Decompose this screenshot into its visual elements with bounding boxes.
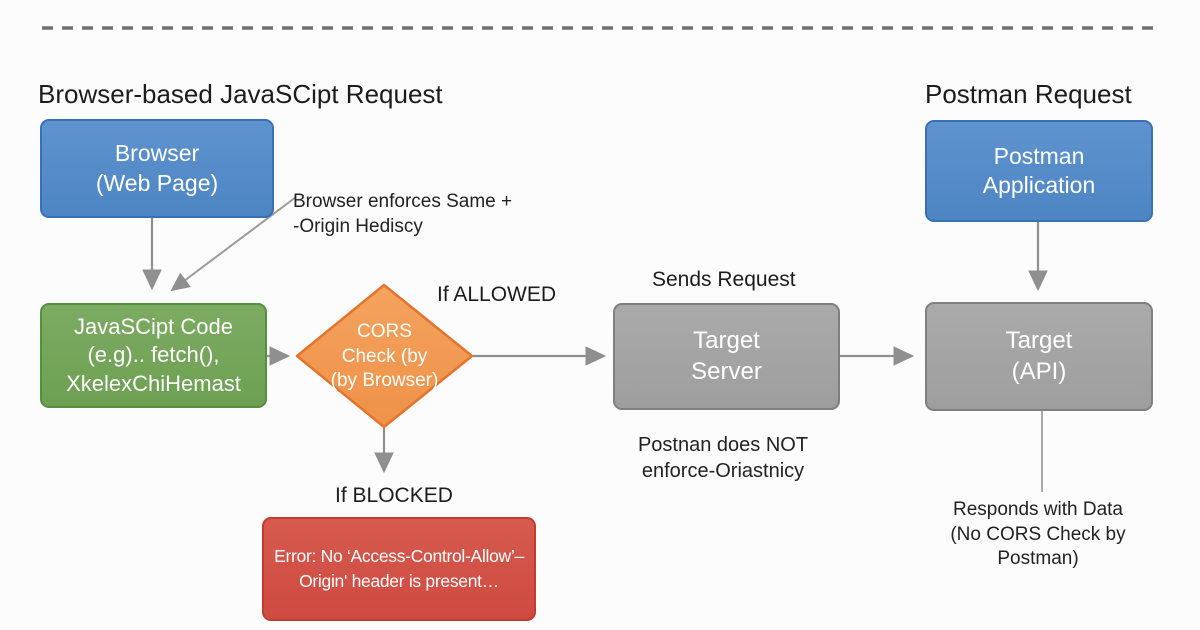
cors-error-node: Error: No ‘Access-Control-Allow’– Origin… bbox=[262, 517, 536, 621]
target-api-node: Target (API) bbox=[925, 302, 1153, 411]
browser-node: Browser (Web Page) bbox=[40, 119, 274, 218]
same-origin-annotation: Browser enforces Same + -Origin Hediscy bbox=[293, 191, 513, 237]
arrow-annotation-to-jscode bbox=[170, 196, 297, 292]
left-section-title: Browser-based JavaSCipt Request bbox=[38, 79, 443, 109]
if-blocked-label: If BLOCKED bbox=[335, 484, 453, 507]
cors-check-node-label: CORS Check (by (by Browser) bbox=[330, 320, 439, 392]
sends-request-label: Sends Request bbox=[652, 268, 796, 291]
right-section-title: Postman Request bbox=[925, 79, 1132, 109]
postman-application-node: Postman Application bbox=[925, 120, 1153, 222]
cors-check-diamond bbox=[295, 283, 474, 429]
if-allowed-label: If ALLOWED bbox=[437, 283, 557, 306]
postman-no-enforce-annotation: Postnan does NOT enforce-Oriastnicy bbox=[637, 434, 809, 482]
javascript-code-node: JavaSCipt Code (e.g).. fetch(), XkelexCh… bbox=[40, 303, 267, 408]
target-server-node: Target Server bbox=[613, 303, 840, 410]
responds-with-data-annotation: Responds with Data (No CORS Check by Pos… bbox=[950, 499, 1126, 570]
